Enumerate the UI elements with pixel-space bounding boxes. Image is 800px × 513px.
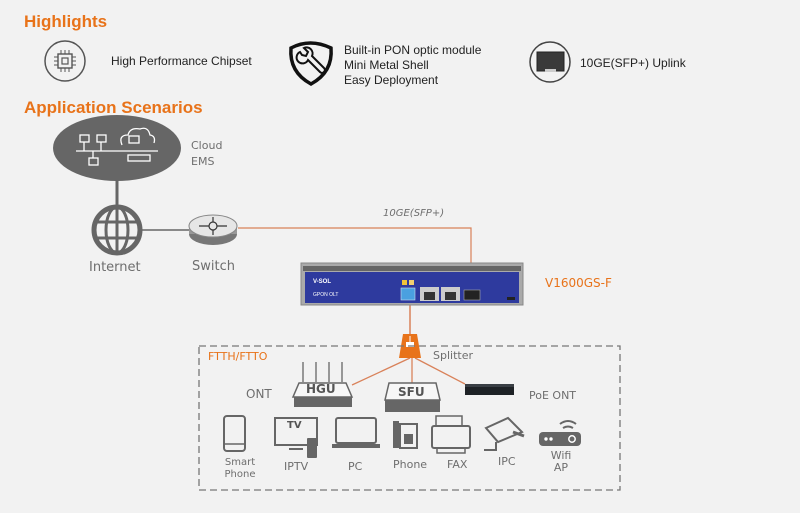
laptop-icon	[332, 417, 380, 448]
chipset-icon	[44, 40, 86, 82]
poe-ont-label: PoE ONT	[529, 389, 577, 402]
wifi-ap-icon	[539, 420, 581, 446]
ftth-zone-border	[198, 345, 621, 491]
switch-icon	[188, 214, 238, 245]
application-scenarios-title: Application Scenarios	[24, 98, 203, 117]
highlight-pon-text: Built-in PON optic module	[344, 43, 482, 57]
endpoint-label-ipc: IPC	[498, 455, 516, 468]
zone-label: FTTH/FTTO	[208, 350, 268, 363]
endpoint-label-smartphone: Smart Phone	[222, 457, 258, 481]
device-type: GPON OLT	[313, 292, 339, 298]
fax-icon	[431, 415, 471, 454]
hgu-label: HGU	[306, 382, 336, 396]
iptv-icon	[274, 417, 318, 458]
ip-camera-icon	[484, 416, 525, 451]
splitter-hgu-line	[351, 357, 411, 386]
device-brand: V-SOL	[313, 279, 332, 285]
highlights-title: Highlights	[24, 12, 108, 31]
internet-globe-icon	[91, 204, 143, 256]
tv-text: TV	[287, 420, 302, 431]
endpoint-label-line: Smart	[224, 457, 256, 468]
device-model-label: V1600GS-F	[545, 276, 612, 290]
internet-label: Internet	[89, 260, 141, 275]
endpoint-label-line: AP	[553, 461, 569, 474]
cloud-ems-icon	[53, 115, 181, 181]
highlight-chipset-text: High Performance Chipset	[111, 54, 252, 68]
uplink-label: 10GE(SFP+)	[383, 208, 445, 219]
highlight-uplink-text: 10GE(SFP+) Uplink	[580, 56, 686, 70]
highlight-shell-text: Mini Metal Shell	[344, 58, 429, 72]
sfp-port-icon	[529, 41, 571, 83]
ems-label: EMS	[191, 155, 215, 168]
hgu-icon	[291, 362, 354, 407]
pon-port	[400, 287, 416, 301]
endpoint-label-fax: FAX	[447, 458, 468, 471]
desk-phone-icon	[393, 421, 418, 449]
highlight-deploy-text: Easy Deployment	[344, 73, 439, 87]
poe-ont-icon	[465, 384, 514, 395]
shield-wrench-icon	[289, 41, 333, 86]
ont-label: ONT	[246, 387, 272, 401]
endpoint-label-pc: PC	[348, 460, 363, 473]
sfu-icon	[384, 382, 441, 412]
smartphone-icon	[223, 415, 246, 452]
cloud-label: Cloud	[191, 139, 223, 152]
sfp-uplink-port	[463, 289, 481, 301]
endpoint-label-phone: Phone	[393, 458, 428, 471]
endpoint-label-wifi-ap: Wifi AP	[546, 450, 576, 474]
endpoint-label-iptv: IPTV	[284, 460, 309, 473]
switch-label: Switch	[192, 259, 235, 274]
olt-device	[300, 262, 524, 306]
splitter-label: Splitter	[433, 349, 473, 362]
sfu-label: SFU	[398, 385, 425, 399]
endpoint-label-line: Phone	[224, 469, 256, 480]
splitter-poe-line	[414, 357, 466, 385]
endpoint-label-line: Wifi	[550, 449, 572, 462]
